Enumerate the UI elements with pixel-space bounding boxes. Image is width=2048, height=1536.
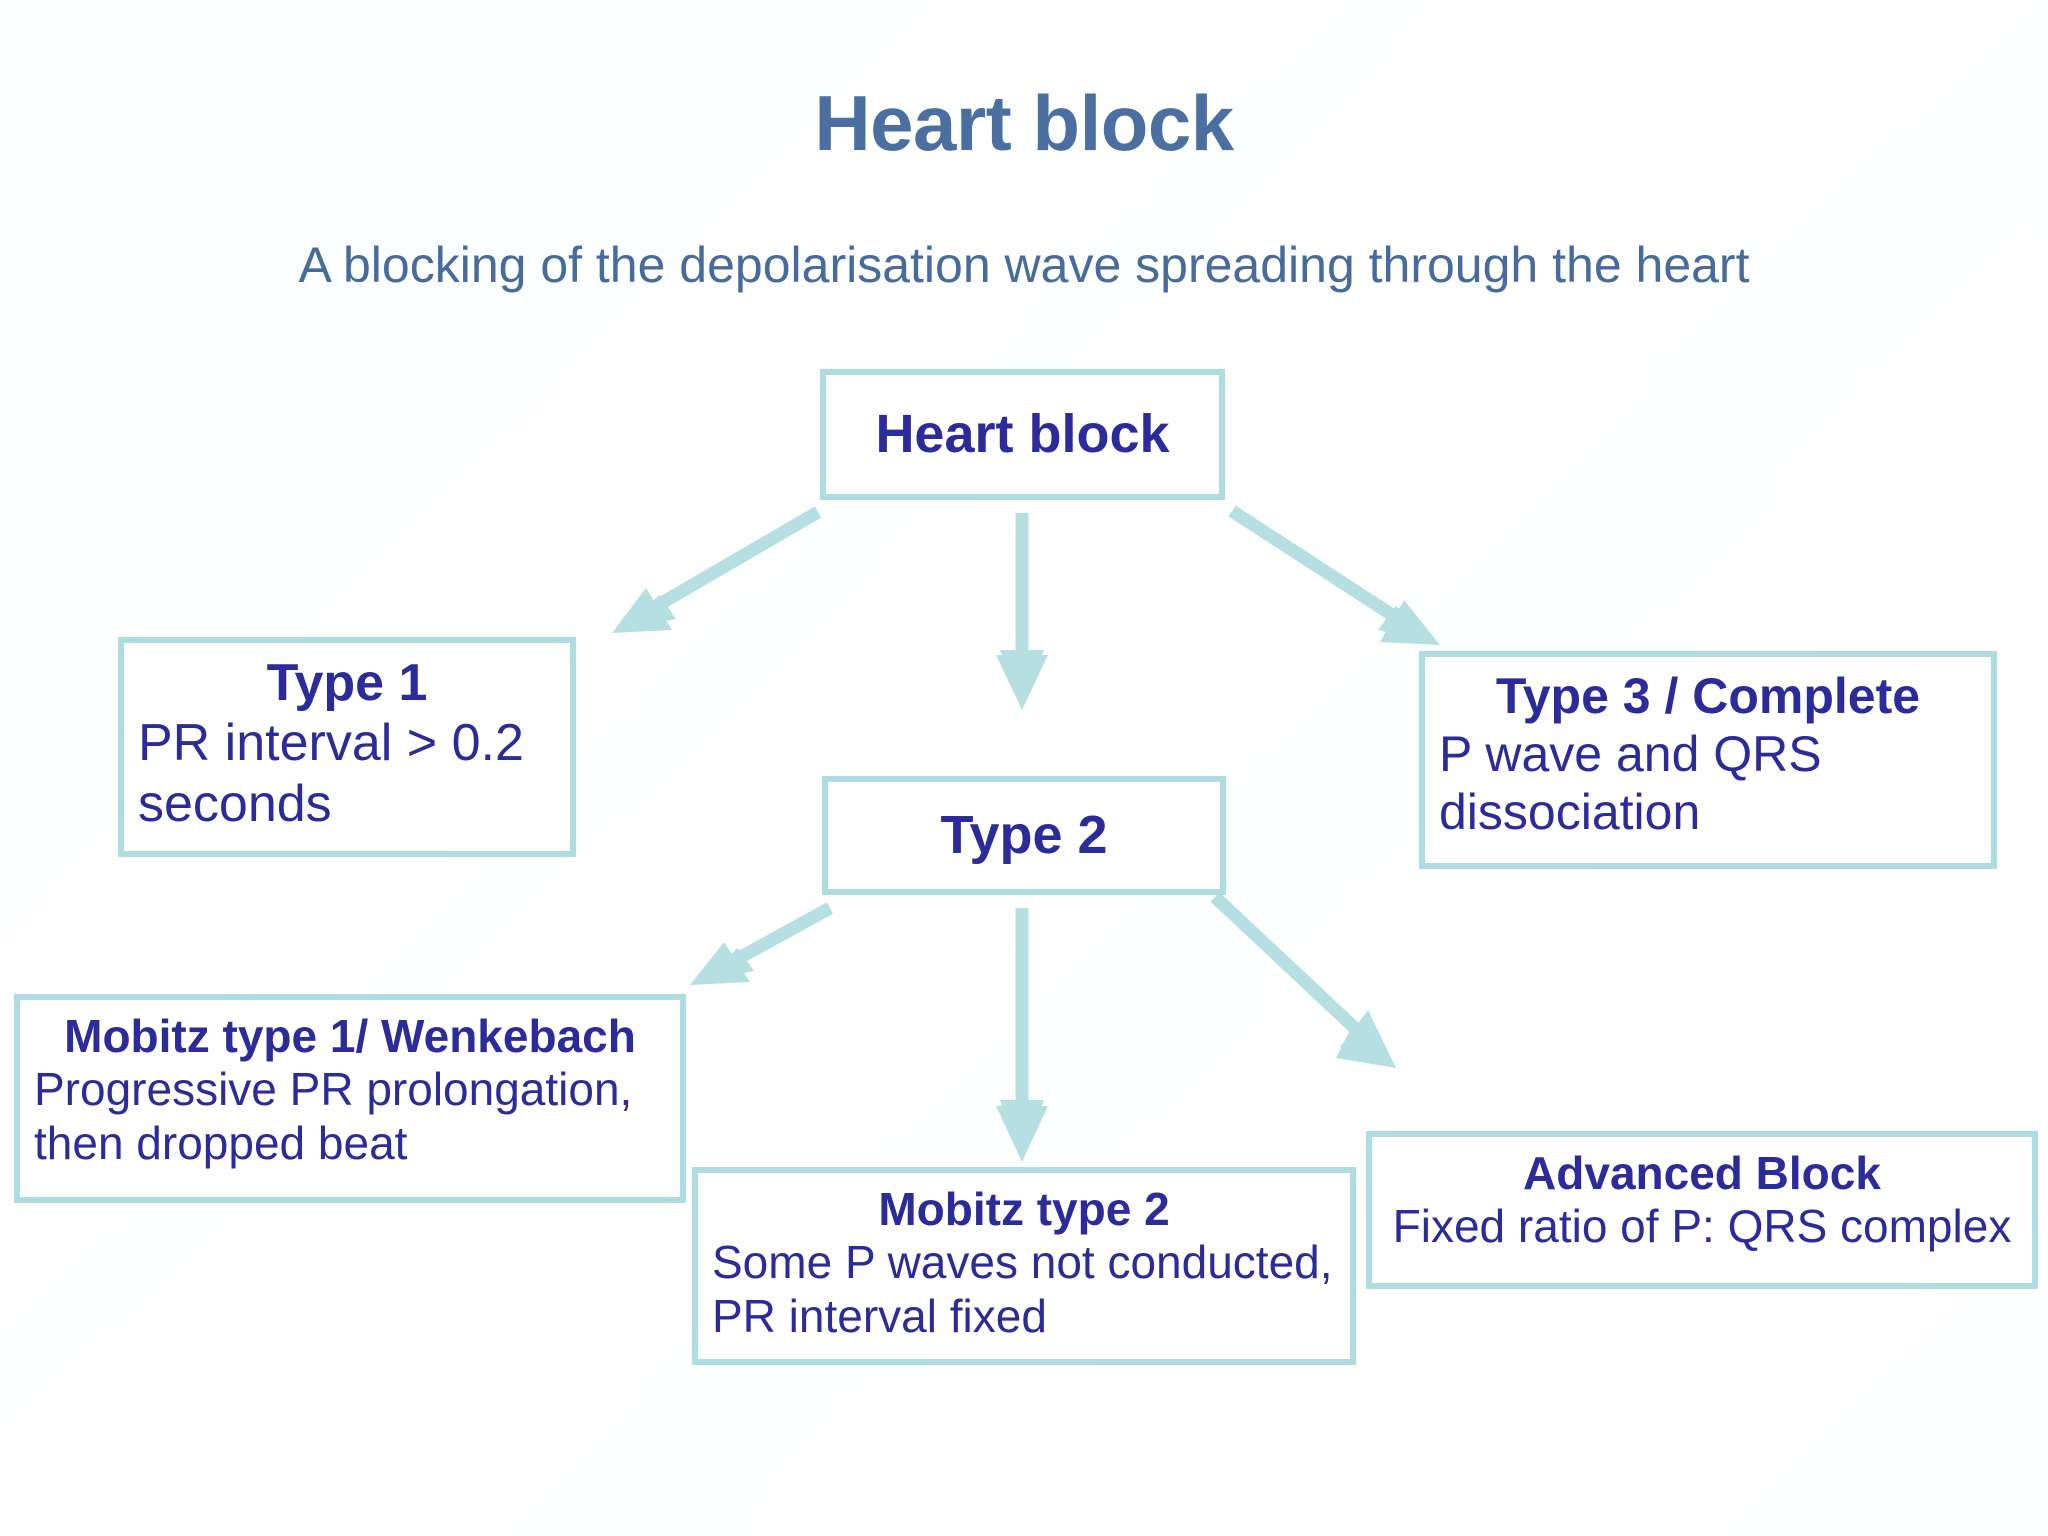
- node-type-3-complete-title: Type 3 / Complete: [1495, 668, 1921, 724]
- node-type-2[interactable]: Type 2: [822, 776, 1226, 895]
- node-mobitz-type-2[interactable]: Mobitz type 2 Some P waves not conducted…: [692, 1167, 1356, 1365]
- arrow-heartblock-to-type2-icon: [996, 513, 1048, 710]
- arrow-heartblock-to-type1-icon: [612, 506, 822, 633]
- node-type-1-description: PR interval > 0.2 seconds: [138, 714, 524, 833]
- node-mobitz-type-2-title: Mobitz type 2: [878, 1183, 1170, 1235]
- node-type-3-complete[interactable]: Type 3 / Complete P wave and QRS dissoci…: [1419, 651, 1997, 869]
- node-mobitz-type-1-description: Progressive PR prolongation, then droppe…: [34, 1063, 633, 1169]
- node-heart-block[interactable]: Heart block: [820, 369, 1225, 500]
- page-title: Heart block: [814, 79, 1234, 167]
- node-advanced-block-description: Fixed ratio of P: QRS complex: [1392, 1200, 2012, 1253]
- arrow-type2-to-advanced-icon: [1210, 892, 1396, 1068]
- node-mobitz-type-1[interactable]: Mobitz type 1/ Wenkebach Progressive PR …: [14, 994, 686, 1203]
- node-type-1[interactable]: Type 1 PR interval > 0.2 seconds: [118, 637, 576, 857]
- page-subtitle: A blocking of the depolarisation wave sp…: [298, 237, 1750, 293]
- arrow-type2-to-mobitz2-icon: [996, 908, 1048, 1162]
- node-type-1-title: Type 1: [266, 654, 428, 712]
- node-heart-block-title: Heart block: [875, 404, 1170, 465]
- arrow-heartblock-to-type3-icon: [1228, 505, 1440, 645]
- node-mobitz-type-1-title: Mobitz type 1/ Wenkebach: [64, 1010, 636, 1062]
- node-type-2-title: Type 2: [940, 805, 1108, 866]
- node-mobitz-type-2-description: Some P waves not conducted, PR interval …: [712, 1236, 1333, 1342]
- node-type-3-complete-description: P wave and QRS dissociation: [1439, 726, 1822, 840]
- node-advanced-block-title: Advanced Block: [1523, 1147, 1881, 1199]
- arrow-type2-to-mobitz1-icon: [690, 902, 834, 985]
- node-advanced-block[interactable]: Advanced Block Fixed ratio of P: QRS com…: [1366, 1131, 2038, 1289]
